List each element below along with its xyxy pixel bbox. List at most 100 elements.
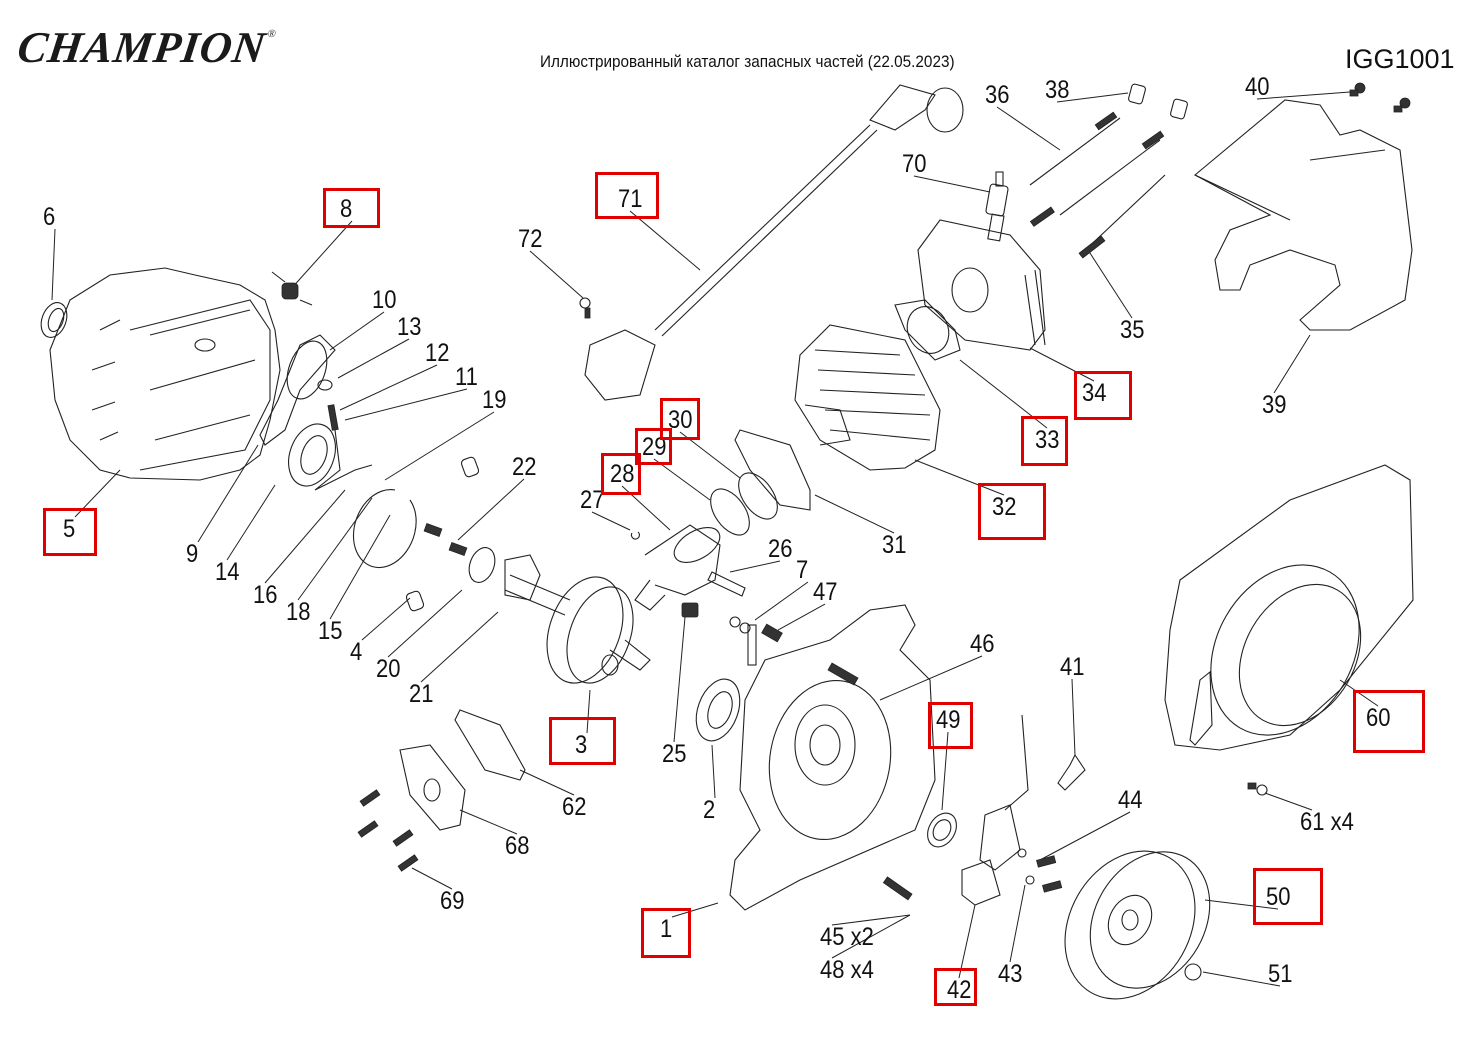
callout-47[interactable]: 47 — [813, 578, 838, 606]
callout-71[interactable]: 71 — [618, 185, 643, 213]
callout-39[interactable]: 39 — [1262, 391, 1287, 419]
part-ignition-coil-71 — [584, 84, 964, 401]
callout-7[interactable]: 7 — [796, 556, 809, 584]
leader-line-45 — [831, 914, 911, 926]
leader-line-44 — [1039, 811, 1131, 861]
callout-38[interactable]: 38 — [1045, 76, 1070, 104]
callout-61[interactable]: 61 x4 — [1300, 808, 1354, 836]
callout-13[interactable]: 13 — [397, 313, 422, 341]
callout-26[interactable]: 26 — [768, 535, 793, 563]
callout-36[interactable]: 36 — [985, 81, 1010, 109]
callout-31[interactable]: 31 — [882, 531, 907, 559]
callout-44[interactable]: 44 — [1118, 786, 1143, 814]
part-crankcase-left — [49, 267, 281, 481]
callout-5[interactable]: 5 — [63, 515, 76, 543]
leader-line-48 — [831, 914, 911, 959]
callout-41[interactable]: 41 — [1060, 653, 1085, 681]
part-shroud-39 — [1194, 99, 1413, 331]
leader-line-8 — [289, 220, 353, 291]
callout-46[interactable]: 46 — [970, 630, 995, 658]
part-bearing-2 — [695, 678, 741, 742]
leader-line-29 — [653, 458, 711, 501]
leader-line-9 — [197, 444, 259, 543]
callout-19[interactable]: 19 — [482, 386, 507, 414]
leader-line-38 — [1056, 92, 1129, 103]
callout-10[interactable]: 10 — [372, 286, 397, 314]
callout-45[interactable]: 45 x2 — [820, 923, 874, 951]
callout-43[interactable]: 43 — [998, 960, 1023, 988]
part-piston-pin-26 — [707, 571, 746, 597]
callout-1[interactable]: 1 — [660, 915, 673, 943]
callout-3[interactable]: 3 — [575, 731, 588, 759]
callout-42[interactable]: 42 — [947, 976, 972, 1004]
callout-9[interactable]: 9 — [186, 540, 199, 568]
part-crankshaft-3 — [504, 574, 651, 684]
callout-8[interactable]: 8 — [340, 195, 353, 223]
callout-33[interactable]: 33 — [1035, 426, 1060, 454]
leader-line-20 — [387, 589, 463, 658]
callout-28[interactable]: 28 — [610, 460, 635, 488]
part-governor-assembly — [259, 334, 417, 568]
callout-50[interactable]: 50 — [1266, 883, 1291, 911]
callout-21[interactable]: 21 — [409, 680, 434, 708]
leader-line-41 — [1071, 678, 1076, 756]
highlight-box-60 — [1353, 690, 1425, 753]
leader-line-32 — [914, 459, 1005, 496]
callout-6[interactable]: 6 — [43, 203, 56, 231]
callout-35[interactable]: 35 — [1120, 316, 1145, 344]
callout-51[interactable]: 51 — [1268, 960, 1293, 988]
callout-72[interactable]: 72 — [518, 225, 543, 253]
callout-25[interactable]: 25 — [662, 740, 687, 768]
callout-4[interactable]: 4 — [350, 638, 363, 666]
leader-line-42 — [958, 904, 976, 979]
callout-62[interactable]: 62 — [562, 793, 587, 821]
callout-27[interactable]: 27 — [580, 486, 605, 514]
part-nut-51 — [1184, 963, 1202, 981]
callout-68[interactable]: 68 — [505, 832, 530, 860]
callout-48[interactable]: 48 x4 — [820, 956, 874, 984]
callout-14[interactable]: 14 — [215, 558, 240, 586]
leader-line-62 — [519, 769, 575, 796]
callout-11[interactable]: 11 — [455, 363, 478, 391]
leader-line-25 — [673, 616, 686, 743]
callout-16[interactable]: 16 — [253, 581, 278, 609]
part-ring-29 — [710, 488, 750, 536]
callout-34[interactable]: 34 — [1082, 379, 1107, 407]
leader-line-46 — [879, 655, 983, 701]
leader-line-47 — [777, 603, 826, 631]
callout-60[interactable]: 60 — [1366, 704, 1391, 732]
callout-69[interactable]: 69 — [440, 887, 465, 915]
leader-line-13 — [337, 338, 410, 379]
callout-2[interactable]: 2 — [703, 796, 716, 824]
callout-20[interactable]: 20 — [376, 655, 401, 683]
callout-49[interactable]: 49 — [936, 706, 961, 734]
highlight-box-49 — [928, 702, 973, 749]
leader-line-34 — [1029, 347, 1095, 382]
part-bolts-45-48 — [882, 876, 913, 901]
highlight-box-50 — [1253, 868, 1323, 925]
part-screw-72 — [579, 297, 591, 319]
part-oil-seal-6 — [40, 302, 68, 338]
callout-18[interactable]: 18 — [286, 598, 311, 626]
leader-line-10 — [329, 311, 385, 351]
highlight-box-34 — [1074, 371, 1132, 420]
part-crankcase-right-1 — [729, 604, 936, 911]
leader-line-12 — [339, 364, 438, 411]
callout-70[interactable]: 70 — [902, 150, 927, 178]
leader-line-1 — [671, 902, 719, 918]
highlight-box-33 — [1021, 416, 1068, 466]
highlight-box-8 — [323, 188, 380, 228]
callout-12[interactable]: 12 — [425, 339, 450, 367]
part-circlip-27 — [630, 531, 640, 540]
part-ignition-module-42 — [961, 714, 1029, 906]
callout-15[interactable]: 15 — [318, 617, 343, 645]
part-spark-plug-70 — [985, 171, 1009, 242]
leader-line-36 — [996, 106, 1061, 151]
leader-line-7 — [754, 581, 809, 621]
callout-40[interactable]: 40 — [1245, 73, 1270, 101]
leader-line-31 — [814, 494, 895, 534]
callout-22[interactable]: 22 — [512, 453, 537, 481]
leader-line-4 — [361, 597, 411, 641]
callout-32[interactable]: 32 — [992, 493, 1017, 521]
callout-30[interactable]: 30 — [668, 406, 693, 434]
